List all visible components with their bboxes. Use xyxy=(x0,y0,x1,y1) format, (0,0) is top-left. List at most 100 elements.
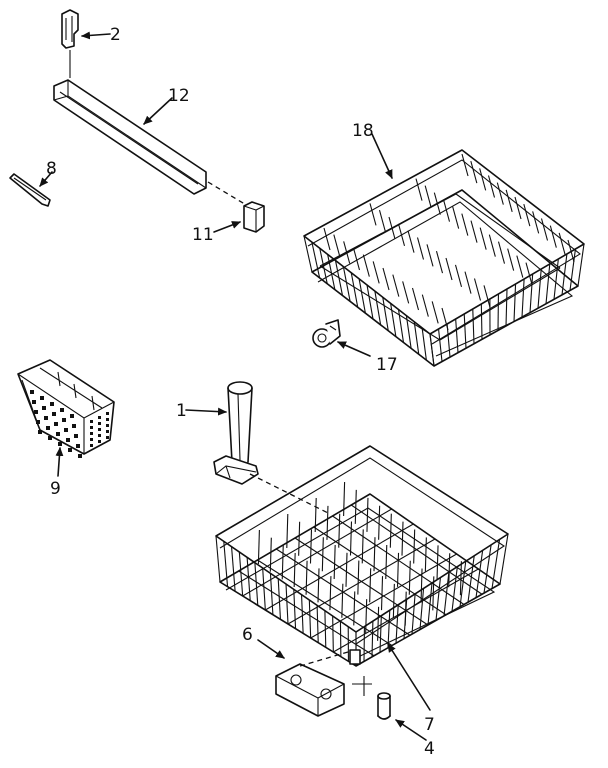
wire xyxy=(238,551,244,597)
wire xyxy=(516,255,524,278)
wire xyxy=(415,178,423,201)
wire xyxy=(443,572,450,616)
basket-hole xyxy=(98,428,101,431)
wire xyxy=(361,529,364,564)
basket-hole xyxy=(74,434,78,438)
wire xyxy=(397,223,406,246)
wire xyxy=(402,281,410,304)
part-number-8: 8 xyxy=(46,159,57,179)
wire xyxy=(362,254,370,277)
wire xyxy=(491,539,501,589)
wire xyxy=(407,230,415,253)
stop-part xyxy=(9,173,51,207)
wire xyxy=(405,315,412,349)
wire xyxy=(473,278,482,301)
wire xyxy=(231,546,236,592)
wire xyxy=(333,545,336,580)
wire xyxy=(215,535,221,583)
wire xyxy=(413,529,416,564)
wire xyxy=(545,263,551,304)
wire xyxy=(431,301,439,324)
basket-hole xyxy=(34,410,38,414)
wire xyxy=(392,274,400,297)
basket-hole xyxy=(90,426,93,429)
wire xyxy=(223,541,229,587)
wire xyxy=(354,489,357,524)
wire xyxy=(455,193,561,269)
wire xyxy=(463,313,467,349)
wire xyxy=(353,591,356,626)
wire xyxy=(416,237,425,260)
wire xyxy=(341,583,344,618)
wire xyxy=(435,251,444,274)
basket-hole xyxy=(66,438,70,442)
wire xyxy=(537,268,542,309)
basket-hole xyxy=(78,454,82,458)
wire xyxy=(317,568,320,603)
wire xyxy=(382,267,390,291)
part-number-4: 4 xyxy=(424,739,435,759)
basket-hole xyxy=(38,430,42,434)
wire xyxy=(442,199,451,222)
wire xyxy=(342,266,351,302)
wire xyxy=(382,297,389,331)
basket-hole xyxy=(106,430,109,433)
part-number-12: 12 xyxy=(168,86,190,106)
basket-hole xyxy=(98,434,101,437)
wire xyxy=(438,328,443,362)
wire xyxy=(525,262,533,285)
end-cap-part xyxy=(243,201,265,233)
wire xyxy=(316,605,319,643)
wire xyxy=(523,204,531,227)
wire xyxy=(401,521,404,556)
wire xyxy=(467,555,475,603)
wire xyxy=(378,210,387,233)
wire xyxy=(262,567,266,611)
wire xyxy=(301,594,304,634)
wire xyxy=(454,264,463,287)
wire xyxy=(303,235,313,273)
wire xyxy=(455,318,459,353)
wire xyxy=(379,615,382,653)
wire xyxy=(558,232,566,255)
upper-rack-side-wires xyxy=(429,243,585,367)
wire xyxy=(365,599,368,634)
basket-hole xyxy=(30,390,34,394)
wire xyxy=(561,253,568,295)
wire xyxy=(242,508,392,597)
wire xyxy=(257,529,260,565)
wire xyxy=(369,568,372,603)
wire xyxy=(505,189,513,212)
wire xyxy=(445,257,453,281)
wire xyxy=(333,234,341,257)
rack-roller-part xyxy=(312,319,341,348)
wire xyxy=(507,248,515,271)
lower-rack-side-wires xyxy=(355,533,509,666)
wire xyxy=(472,308,475,344)
upper-rack-tines xyxy=(319,153,575,341)
basket-hole xyxy=(60,408,64,412)
wire xyxy=(567,239,575,263)
wire xyxy=(314,497,317,533)
wire xyxy=(470,220,478,243)
wire xyxy=(421,327,427,361)
wire xyxy=(338,513,341,548)
wire xyxy=(293,553,296,588)
wire xyxy=(246,557,251,601)
wire xyxy=(499,533,509,585)
wire xyxy=(451,566,458,612)
wire xyxy=(366,284,374,320)
lower-rack-part xyxy=(215,445,509,667)
basket-hole xyxy=(90,438,93,441)
wire xyxy=(287,538,436,625)
basket-hole xyxy=(52,412,56,416)
wire xyxy=(483,544,492,594)
basket-hole xyxy=(54,422,58,426)
wire xyxy=(277,578,281,620)
wire xyxy=(429,333,435,367)
wire xyxy=(385,545,388,580)
basket-hole xyxy=(68,448,72,452)
wire xyxy=(254,562,259,606)
clip-part xyxy=(61,9,79,78)
